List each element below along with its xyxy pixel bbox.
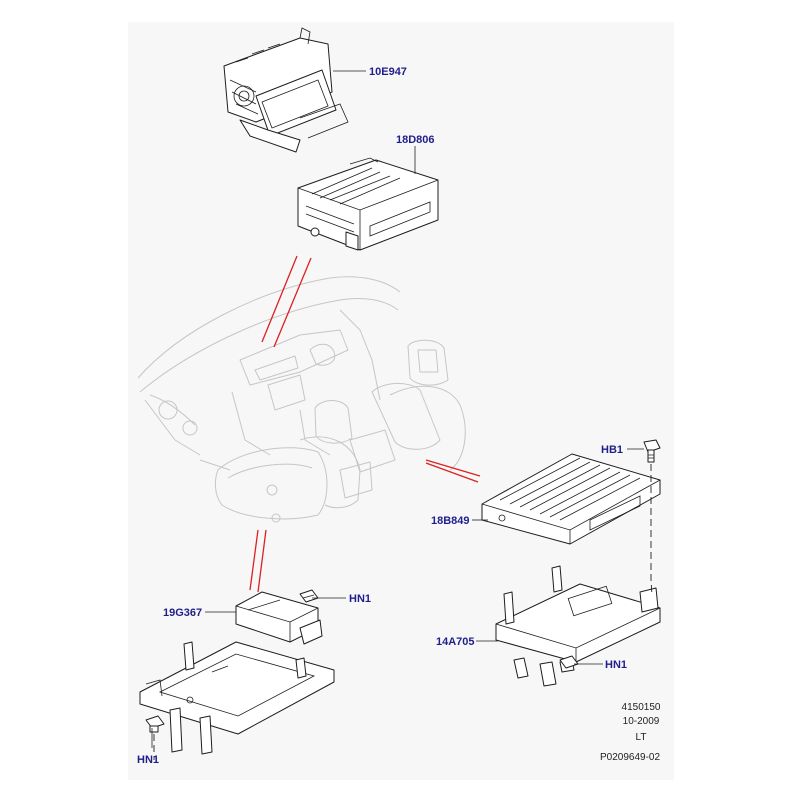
callout-labels: 10E947 18D806 HB1 18B849 19G367 HN1 14A7… [137, 66, 627, 766]
hn1-nut-module-part [299, 589, 319, 603]
ref-date: 10-2009 [623, 716, 660, 727]
hn1-nut-bottom-part [145, 715, 165, 733]
callout-amplifier: 18B849 [431, 515, 470, 527]
amplifier-bracket-part [495, 565, 661, 687]
ref-number: 4150150 [622, 702, 661, 713]
callout-nut-hn1-a: HN1 [349, 593, 371, 605]
callout-module: 19G367 [163, 607, 202, 619]
leader-lines [151, 70, 644, 748]
audio-head-unit-part [297, 157, 439, 251]
callout-audio-head: 18D806 [396, 134, 435, 146]
vehicle-interior-ghost [137, 276, 466, 523]
amplifier-part [481, 453, 661, 545]
module-bracket-part [139, 641, 335, 755]
callout-nut-hn1-c: HN1 [137, 754, 159, 766]
module-part [235, 591, 323, 645]
display-unit-part [223, 27, 349, 153]
callout-bracket: 14A705 [436, 636, 475, 648]
drawing-id: P0209649-02 [600, 752, 660, 763]
drawing-reference-block: 4150150 10-2009 LT P0209649-02 [600, 702, 661, 763]
callout-nut-hn1-b: HN1 [605, 659, 627, 671]
hb1-bolt-part [643, 439, 661, 463]
relation-lines [249, 255, 481, 593]
callout-bolt-hb1: HB1 [601, 444, 623, 456]
ref-code: LT [636, 732, 647, 743]
callout-display: 10E947 [369, 66, 407, 78]
hb1-assembly-dash-line [650, 464, 653, 597]
